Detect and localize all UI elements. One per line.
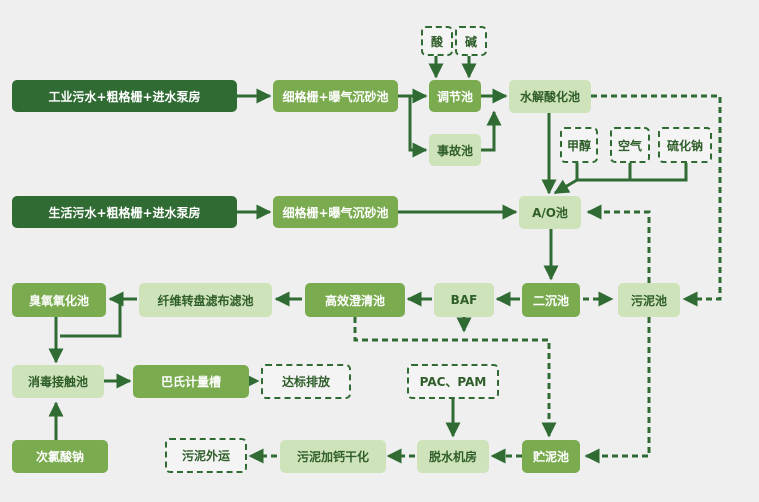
acid-dosing: 酸 — [421, 26, 453, 56]
fine-screen-grit-chamber-1: 细格栅+曝气沉砂池 — [273, 80, 398, 112]
sludge-return-to-ao — [586, 204, 651, 283]
pac-pam-dosing: PAC、PAM — [407, 364, 499, 399]
high-efficiency-clarifier: 高效澄清池 — [305, 283, 405, 317]
ozonation-tank: 臭氧氧化池 — [12, 283, 106, 317]
air-supply: 空气 — [610, 127, 650, 163]
sodium-sulfide-dosing: 硫化钠 — [658, 127, 712, 163]
secondary-clarifier: 二沉池 — [522, 283, 580, 317]
sludge-storage-tank: 贮泥池 — [522, 440, 580, 473]
arrow-accident-return — [481, 110, 502, 152]
alkali-dosing: 碱 — [455, 26, 487, 56]
hec-sludge-to-storage — [353, 317, 557, 438]
filter-bypass-line — [60, 299, 122, 338]
dewatering-room: 脱水机房 — [417, 440, 489, 473]
sodium-hypochlorite-dosing: 次氯酸钠 — [12, 440, 108, 473]
sludge-tank: 污泥池 — [618, 283, 680, 317]
sludge-lime-drying: 污泥加钙干化 — [280, 440, 386, 473]
arrow-dosing-to-ao — [553, 178, 578, 195]
fiber-disc-filter: 纤维转盘滤布滤池 — [139, 283, 272, 317]
compliant-discharge: 达标排放 — [261, 364, 351, 399]
sludge-to-storage — [584, 317, 651, 464]
accident-tank: 事故池 — [429, 134, 481, 166]
fine-screen-grit-chamber-2: 细格栅+曝气沉砂池 — [273, 196, 398, 228]
ao-tank: A/O池 — [519, 196, 581, 229]
methanol-dosing: 甲醇 — [560, 127, 598, 163]
baf-tank: BAF — [434, 283, 494, 317]
domestic-wastewater-inlet: 生活污水+粗格栅+进水泵房 — [12, 196, 237, 228]
equalization-tank: 调节池 — [429, 80, 481, 112]
disinfection-contact-tank: 消毒接触池 — [12, 365, 104, 398]
sludge-outbound: 污泥外运 — [165, 438, 247, 473]
arrow-to-accident-tank — [408, 96, 428, 158]
industrial-wastewater-inlet: 工业污水+粗格栅+进水泵房 — [12, 80, 237, 112]
parshall-flume: 巴氏计量槽 — [133, 365, 249, 398]
sludge-from-hydrolysis — [591, 94, 722, 307]
hydrolysis-acidification-tank: 水解酸化池 — [509, 80, 591, 113]
